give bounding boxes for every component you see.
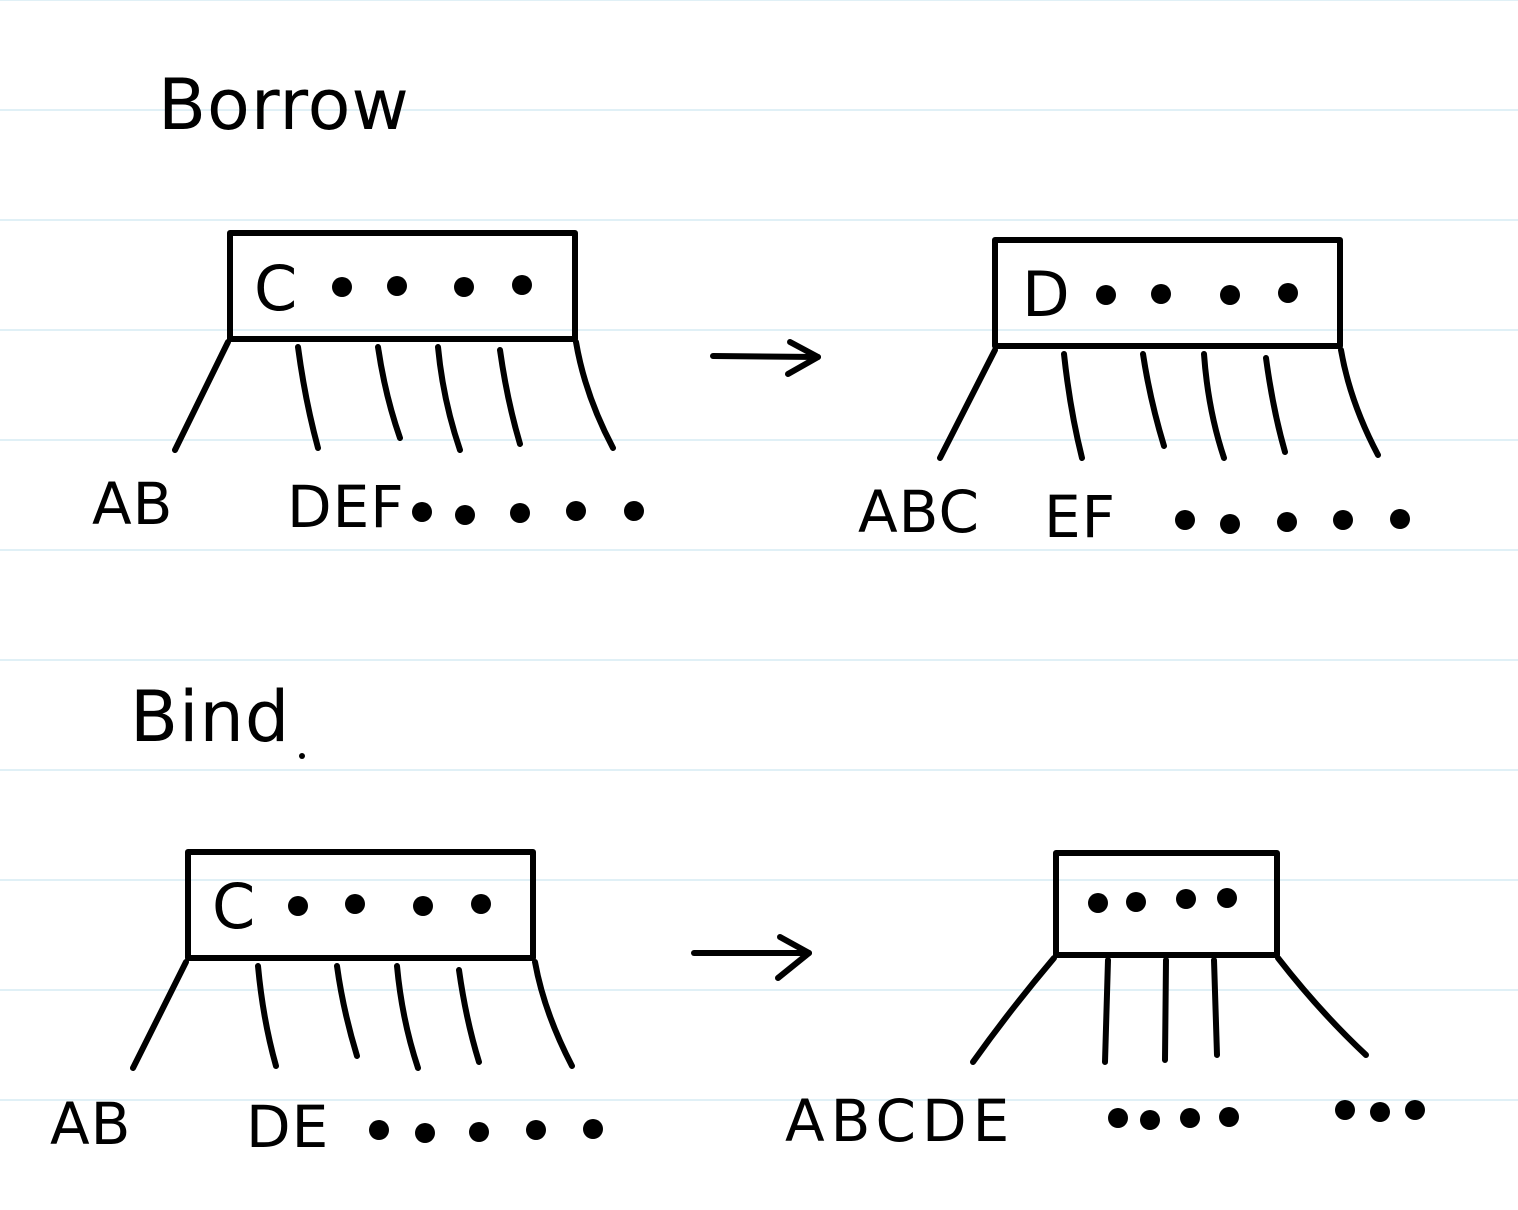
leaf-dot (369, 1120, 389, 1140)
child-edge (1263, 355, 1288, 455)
child-edge (1211, 957, 1220, 1058)
section-title-borrow: Borrow (158, 64, 410, 146)
leaf-dot (1220, 514, 1240, 534)
key-dot (345, 894, 365, 914)
leaf-dot (583, 1119, 603, 1139)
borrow-after-node (937, 237, 1410, 534)
ruled-lines (0, 0, 1518, 1101)
leaf-dot (1333, 510, 1353, 530)
child-edge (394, 963, 421, 1071)
leaf-label: AB (92, 470, 174, 538)
key-dot (1096, 285, 1116, 305)
key-dot (332, 277, 352, 297)
key-dot (1088, 893, 1108, 913)
leaf-dot (624, 501, 644, 521)
child-edge (532, 959, 575, 1069)
key-dot (387, 276, 407, 296)
child-edge (456, 967, 482, 1065)
child-edge (1061, 351, 1085, 461)
leaf-label: AB (50, 1090, 132, 1158)
key-dot (512, 275, 532, 295)
leaf-dot (1108, 1108, 1128, 1128)
child-edge (937, 347, 998, 461)
leaf-dot (455, 505, 475, 525)
leaf-dot (1180, 1108, 1200, 1128)
key-dot (1126, 892, 1146, 912)
bind-before-node (130, 849, 603, 1143)
child-edge (1140, 351, 1167, 449)
key-dot (471, 894, 491, 914)
leaf-dot (1390, 509, 1410, 529)
leaf-label: ABCDE (785, 1087, 1016, 1155)
child-edge (1201, 351, 1227, 461)
leaf-dot (1335, 1100, 1355, 1120)
leaf-dot (566, 501, 586, 521)
leaf-label: DEF (287, 473, 405, 541)
node-key-label: D (1022, 258, 1070, 331)
leaf-dot (1370, 1102, 1390, 1122)
leaf-dot (510, 503, 530, 523)
leaf-dot (415, 1123, 435, 1143)
child-edge (172, 339, 231, 453)
child-edge (1102, 957, 1111, 1065)
key-dot (288, 896, 308, 916)
key-dot (1176, 889, 1196, 909)
section-title-bind: Bind (130, 676, 291, 758)
leaf-label: DE (246, 1093, 330, 1161)
leaf-dot (1405, 1100, 1425, 1120)
child-edge (1275, 955, 1369, 1058)
child-edge (295, 344, 321, 451)
bind-after-node (970, 850, 1425, 1130)
node-box (992, 237, 1343, 349)
leaf-dot (526, 1120, 546, 1140)
child-edge (130, 959, 189, 1071)
key-dot (1217, 888, 1237, 908)
child-edge (573, 339, 616, 451)
child-edge (1162, 957, 1169, 1063)
node-key-label: C (254, 252, 298, 325)
key-dot (1278, 283, 1298, 303)
key-dot (1151, 284, 1171, 304)
leaf-dot (412, 502, 432, 522)
child-edge (497, 347, 523, 447)
leaf-dot (1140, 1110, 1160, 1130)
key-dot (454, 277, 474, 297)
arrow-icon (710, 339, 821, 377)
child-edge (970, 955, 1057, 1065)
key-dot (1220, 285, 1240, 305)
leaf-label: ABC (858, 478, 980, 546)
borrow-before-node (172, 230, 644, 525)
node-box (185, 849, 536, 961)
node-box (227, 230, 578, 342)
child-edge (375, 344, 403, 441)
node-key-label: C (212, 870, 256, 943)
child-edge (1338, 347, 1381, 458)
leaf-dot (1219, 1107, 1239, 1127)
leaf-dot (469, 1122, 489, 1142)
leaf-label: EF (1044, 483, 1117, 551)
child-edge (255, 963, 279, 1069)
key-dot (413, 896, 433, 916)
child-edge (334, 963, 360, 1059)
child-edge (435, 344, 463, 453)
leaf-dot (1277, 512, 1297, 532)
period-mark (299, 753, 305, 759)
arrow-icon (691, 934, 812, 981)
node-box (1053, 850, 1280, 958)
leaf-dot (1175, 510, 1195, 530)
